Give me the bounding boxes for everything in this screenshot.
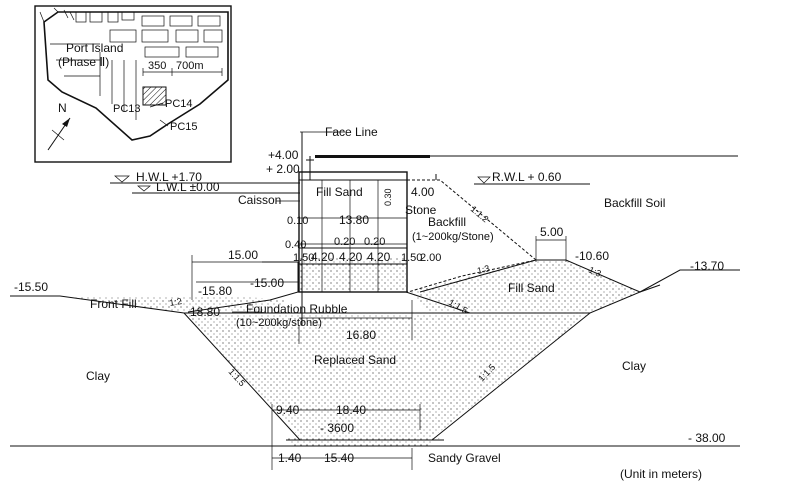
level-minus-15-80: -15.80 [198, 284, 232, 298]
dim-1-40: 1.40 [278, 451, 302, 465]
fill-sand-slope [419, 259, 641, 293]
north-label: N [58, 101, 67, 115]
dim-9-40: 9.40 [276, 403, 300, 417]
level-minus-15-00: -15.00 [250, 276, 284, 290]
dim-1-50-b: 1.50 [401, 252, 422, 264]
dim-4-20-c: 4.20 [367, 250, 391, 264]
dim-0-20-a: 0.20 [334, 236, 355, 248]
dim-15-40: 15.40 [324, 451, 354, 465]
inset-frame [34, 5, 232, 163]
dim-0-30: 0.30 [383, 188, 393, 206]
clay-left-label: Clay [86, 369, 110, 383]
project-area [142, 86, 167, 106]
foundation-rubble-label: Foundation Rubble [246, 302, 348, 316]
dim-4-20-b: 4.20 [339, 250, 363, 264]
backfill-label: Backfill [428, 215, 466, 229]
stone-label: Stone [405, 203, 437, 217]
foundation-range-label: (10~200kg/stone) [236, 317, 322, 329]
dim-5-00: 5.00 [540, 225, 564, 239]
level-minus-13-70: -13.70 [690, 259, 724, 273]
front-fill-zone [60, 296, 288, 313]
hwl-label: H.W.L +1.70 [136, 170, 202, 184]
inset-phase-label: (Phase Ⅱ) [58, 55, 109, 69]
dim-18-40: 18.40 [336, 403, 366, 417]
caisson-fill-sand-label: Fill Sand [316, 185, 363, 199]
level-minus-18-80: -18.80 [186, 305, 220, 319]
dim-0-10: 0.10 [287, 215, 308, 227]
fill-sand-label: Fill Sand [508, 281, 555, 295]
backfill-range-label: (1~200kg/Stone) [412, 231, 494, 243]
dim-4-20-a: 4.20 [311, 250, 335, 264]
level-plus-4: +4.00 [268, 148, 299, 162]
inset-dim-350: 350 [148, 60, 166, 72]
slope-1-1-2: 1:1.2 [469, 204, 491, 225]
water-levels [110, 175, 590, 194]
replaced-sand-zone [184, 313, 590, 438]
superstructure [315, 155, 430, 158]
dim-15-00: 15.00 [228, 248, 258, 262]
clay-right-label: Clay [622, 359, 646, 373]
level-plus-2: + 2.00 [266, 162, 300, 176]
cross-section [10, 131, 740, 470]
trench-outline [183, 312, 591, 441]
units-note: (Unit in meters) [620, 467, 702, 481]
lwl-label: L.W.L ±0.00 [156, 180, 220, 194]
caisson-label: Caisson [238, 193, 281, 207]
inset-pc15-label: PC15 [170, 121, 198, 133]
face-line-label: Face Line [325, 125, 378, 139]
dim-13-80: 13.80 [339, 213, 369, 227]
location-inset-map: Port Island (Phase Ⅱ) 350 700m PC13 PC14… [34, 5, 232, 163]
sandy-gravel-zone [286, 438, 440, 446]
north-arrow-icon [47, 117, 71, 151]
slope-1-3-a: 1:3 [476, 263, 491, 276]
inset-pc13-label: PC13 [113, 103, 141, 115]
caisson [298, 171, 408, 293]
level-minus-38-00: - 38.00 [688, 431, 726, 445]
dim-0-40: 0.40 [285, 239, 306, 251]
front-fill-label: Front Fill [90, 297, 137, 311]
dim-1-50-a: 1.50 [293, 252, 314, 264]
slope-1-3-b: 1:3 [587, 265, 603, 279]
replaced-sand-label: Replaced Sand [314, 353, 396, 367]
dim-0-20-b: 0.20 [364, 236, 385, 248]
dimension-lines [191, 217, 567, 470]
island-outline [43, 11, 229, 141]
slope-1-2: 1:2 [169, 296, 183, 308]
dim-4-00: 4.00 [411, 185, 435, 199]
inset-pc14-label: PC14 [165, 98, 193, 110]
inset-blocks [50, 11, 223, 120]
fill-sand-zone [408, 260, 640, 313]
level-minus-36-00: - 3600 [320, 421, 354, 435]
dim-2-00: 2.00 [420, 252, 441, 264]
inset-port-island-label: Port Island [66, 41, 123, 55]
dim-16-80: 16.80 [346, 328, 376, 342]
inset-dim-700m: 700m [176, 60, 204, 72]
level-minus-15-50: -15.50 [14, 280, 48, 294]
level-minus-10-60: -10.60 [575, 249, 609, 263]
rwl-label: R.W.L + 0.60 [492, 170, 562, 184]
labels: Face Line +4.00 + 2.00 H.W.L +1.70 L.W.L… [14, 125, 726, 481]
backfill-soil-label: Backfill Soil [604, 196, 665, 210]
sandy-gravel-label: Sandy Gravel [428, 451, 501, 465]
